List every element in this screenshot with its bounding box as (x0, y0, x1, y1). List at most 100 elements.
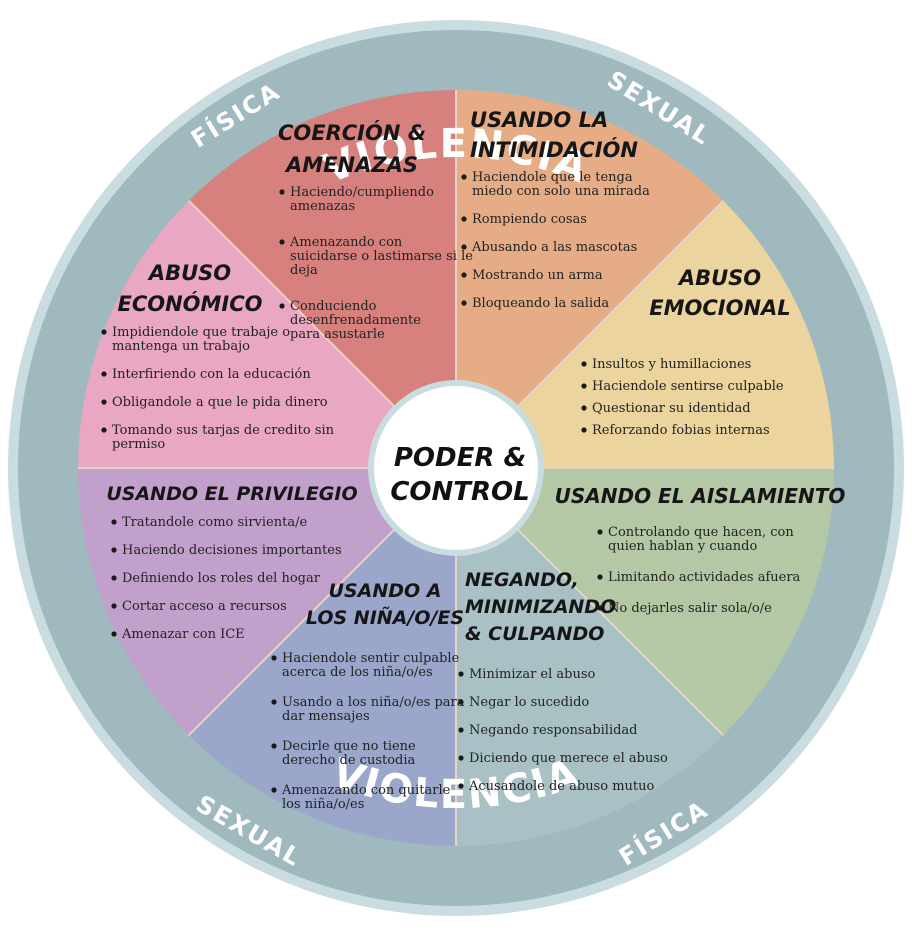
bullet-icon (461, 216, 467, 222)
bullet-item: Rompiendo cosas (472, 212, 587, 227)
bullet-item: Limitando actividades afuera (608, 570, 801, 585)
bullet-item: Acusandole de abuso mutuo (468, 779, 654, 794)
bullet-item: Amenazando con quitarle (281, 783, 451, 798)
center-title-line2: CONTROL (390, 477, 529, 507)
segment-title: EMOCIONAL (649, 296, 790, 320)
wedge-coercion (188, 90, 457, 468)
segment-ninos: USANDO A LOS NIÑA/O/ES Haciendole sentir c… (271, 580, 465, 812)
wedge-emocional (456, 200, 834, 469)
bullet-icon (271, 787, 277, 793)
segment-aislamiento: USANDO EL AISLAMIENTO Controlando que hac… (555, 484, 846, 616)
bullet-icon (101, 329, 107, 335)
segment-title: AMENAZAS (284, 153, 418, 177)
bullet-item: Interfiriendo con la educación (112, 367, 311, 382)
bullet-icon (271, 655, 277, 661)
bullet-item: Conduciendo (290, 299, 377, 314)
wedge-negando (456, 468, 724, 846)
segment-title: & CULPANDO (465, 623, 604, 645)
segment-title: INTIMIDACIÓN (470, 137, 638, 162)
bullet-item: Amenazar con ICE (121, 627, 245, 642)
bullet-icon (461, 174, 467, 180)
wedge-aislamiento (456, 468, 834, 736)
bullet-item: Insultos y humillaciones (592, 357, 751, 372)
bullet-icon (461, 272, 467, 278)
bullet-icon (597, 574, 603, 580)
bullet-icon (101, 399, 107, 405)
bullet-item: Usando a los niña/o/es para (282, 695, 465, 710)
wedge-economico (78, 200, 456, 469)
bullet-item: dar mensajes (282, 709, 370, 724)
bullet-icon (111, 603, 117, 609)
bullet-icon (111, 575, 117, 581)
bullet-item: deja (290, 263, 318, 278)
bullet-item: acerca de los niña/o/es (282, 665, 433, 680)
bullet-item: Obligandole a que le pida dinero (112, 395, 328, 410)
bullet-item: Mostrando un arma (472, 268, 603, 283)
segment-title: USANDO A (329, 580, 442, 602)
bullet-item: Negar lo sucedido (469, 695, 589, 710)
bullet-icon (111, 547, 117, 553)
bullet-icon (279, 303, 285, 309)
bullet-item: para asustarle (290, 327, 385, 342)
wedge-ninos (188, 468, 457, 846)
bullet-item: amenazas (290, 199, 355, 214)
bullet-icon (458, 699, 464, 705)
segment-title: USANDO LA (470, 108, 608, 132)
wedge-privilegio (78, 468, 456, 736)
segment-title: USANDO EL AISLAMIENTO (555, 484, 846, 508)
bullet-icon (101, 371, 107, 377)
bullet-item: Haciendo/cumpliendo (290, 185, 434, 200)
bullet-item: Haciendo decisiones importantes (122, 543, 342, 558)
bullet-item: Haciendole sentir culpable (282, 651, 460, 666)
bullet-item: Cortar acceso a recursos (122, 599, 287, 614)
bullet-icon (111, 631, 117, 637)
bullet-icon (111, 519, 117, 525)
segment-wedges (78, 90, 834, 846)
bullet-item: Controlando que hacen, con (608, 525, 794, 540)
segment-negando: NEGANDO, MINIMIZANDO & CULPANDO Minimizar e… (458, 569, 668, 794)
bullet-icon (458, 755, 464, 761)
segment-title: ABUSO (147, 261, 231, 285)
bullet-icon (271, 699, 277, 705)
bullet-item: Questionar su identidad (592, 401, 751, 416)
bullet-item: permiso (112, 437, 165, 452)
bullet-item: Diciendo que merece el abuso (469, 751, 668, 766)
center-hub (374, 386, 538, 550)
bullet-icon (279, 239, 285, 245)
bullet-icon (279, 189, 285, 195)
bullet-icon (458, 671, 464, 677)
bullet-item: Amenazando con (289, 235, 403, 250)
bullet-icon (581, 383, 587, 389)
segment-title: NEGANDO, (465, 569, 579, 591)
bullet-item: Decirle que no tiene (282, 739, 416, 754)
segment-title: MINIMIZANDO (465, 596, 616, 618)
bullet-item: los niña/o/es (282, 797, 364, 812)
bullet-item: Reforzando fobias internas (592, 423, 770, 438)
bullet-item: miedo con solo una mirada (472, 184, 650, 199)
bullet-item: Haciendole que le tenga (472, 170, 633, 185)
segment-title: USANDO EL PRIVILEGIO (106, 483, 357, 505)
segment-title: ECONÓMICO (117, 291, 262, 316)
bullet-icon (271, 743, 277, 749)
bullet-icon (461, 244, 467, 250)
segment-intimidacion: USANDO LA INTIMIDACIÓN Haciendole que le t… (461, 108, 650, 311)
bullet-item: Minimizar el abuso (469, 667, 596, 682)
bullet-item: Tomando sus tarjas de credito sin (112, 423, 335, 438)
bullet-icon (101, 427, 107, 433)
bullet-icon (581, 405, 587, 411)
segment-title: LOS NIÑA/O/ES (306, 605, 464, 629)
bullet-icon (458, 783, 464, 789)
bullet-item: Haciendole sentirse culpable (592, 379, 784, 394)
bullet-item: suicidarse o lastimarse si le (290, 249, 473, 264)
bullet-item: mantenga un trabajo (112, 339, 250, 354)
wedge-intimidacion (456, 90, 724, 468)
center-title-line1: PODER & (394, 443, 526, 473)
bullet-icon (581, 361, 587, 367)
bullet-icon (581, 427, 587, 433)
bullet-item: Negando responsabilidad (469, 723, 638, 738)
bullet-item: derecho de custodia (282, 753, 416, 768)
bullet-icon (461, 300, 467, 306)
